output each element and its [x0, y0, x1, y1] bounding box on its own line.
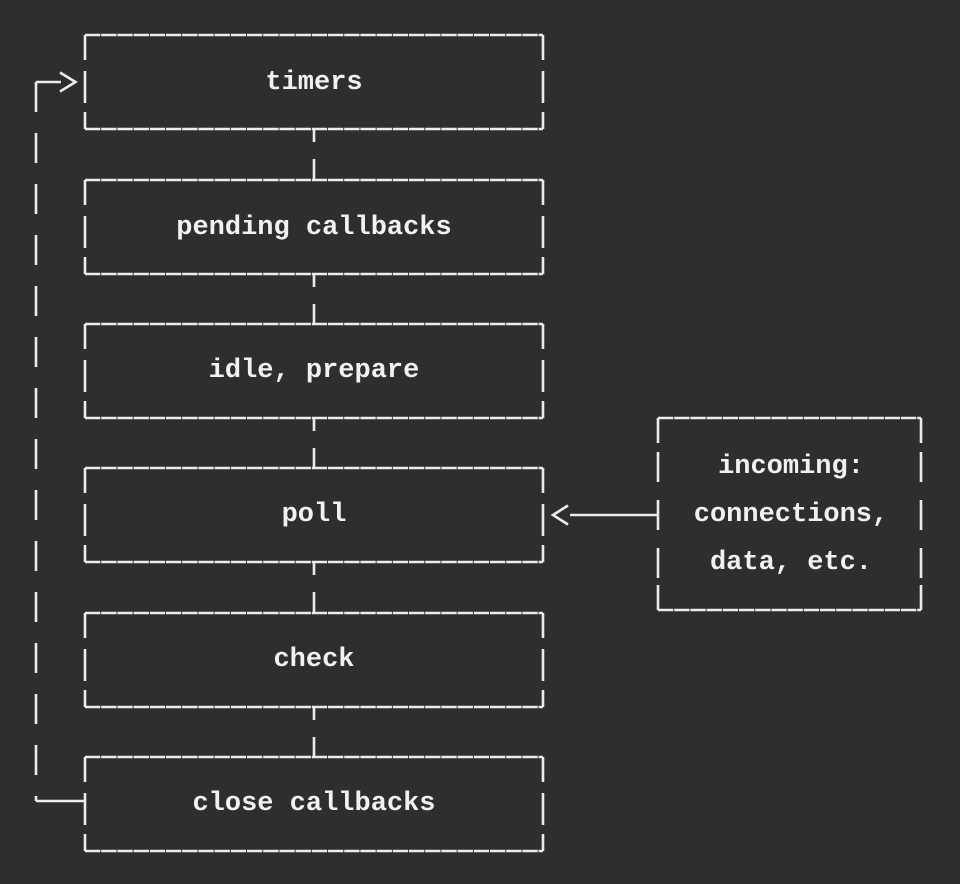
phase-box-timers: timers: [83, 33, 545, 131]
phase-label-check: check: [273, 645, 354, 675]
phase-label-pending-callbacks: pending callbacks: [176, 213, 451, 243]
phase-label-idle-prepare: idle, prepare: [209, 356, 420, 386]
loop-back-arrow: [34, 71, 85, 803]
phase-label-poll: poll: [282, 500, 347, 530]
arrow-right-icon: [59, 71, 78, 93]
phase-box-poll: poll: [83, 466, 545, 564]
phase-label-timers: timers: [265, 68, 362, 98]
phase-box-idle-prepare: idle, prepare: [83, 322, 545, 420]
incoming-box: incoming: connections, data, etc.: [656, 416, 923, 612]
phase-box-check: check: [83, 611, 545, 709]
phase-box-close-callbacks: close callbacks: [83, 755, 545, 853]
arrow-left-icon: [550, 504, 569, 526]
incoming-line-1: incoming:: [718, 452, 864, 482]
incoming-to-poll-arrow: [550, 504, 658, 526]
phase-box-pending-callbacks: pending callbacks: [83, 178, 545, 276]
incoming-line-2: connections,: [694, 500, 888, 530]
phase-label-close-callbacks: close callbacks: [192, 789, 435, 819]
incoming-line-3: data, etc.: [710, 548, 872, 578]
